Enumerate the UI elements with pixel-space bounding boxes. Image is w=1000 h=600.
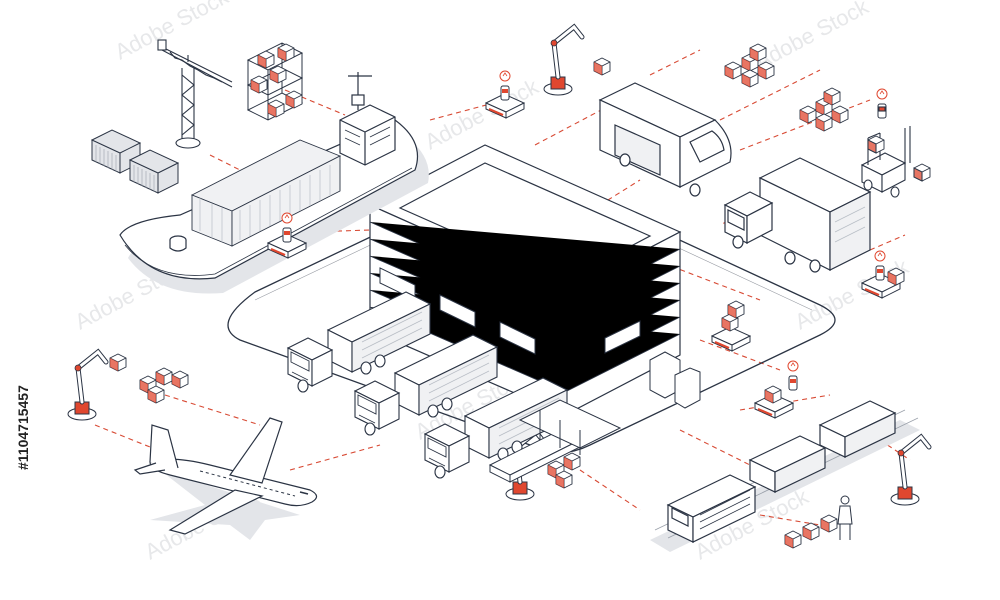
airplane-icon	[133, 417, 318, 540]
svg-text:Adobe Stock: Adobe Stock	[791, 253, 914, 334]
stock-id-label: #1104715457	[15, 385, 31, 470]
warehouse-building-icon	[368, 144, 682, 416]
freight-train-icon	[650, 400, 920, 552]
conveyor-icon	[488, 399, 622, 483]
tower-crane-icon	[157, 39, 233, 149]
svg-text:Adobe Stock: Adobe Stock	[421, 73, 544, 154]
box-truck-icon	[723, 157, 872, 273]
delivery-van-icon	[598, 82, 732, 197]
worker-icon	[649, 351, 853, 540]
forklift-icon	[860, 88, 931, 198]
warehouse-shelves-icon	[247, 42, 303, 121]
container-ship-icon	[119, 72, 429, 294]
shipping-containers-icon	[90, 129, 180, 194]
